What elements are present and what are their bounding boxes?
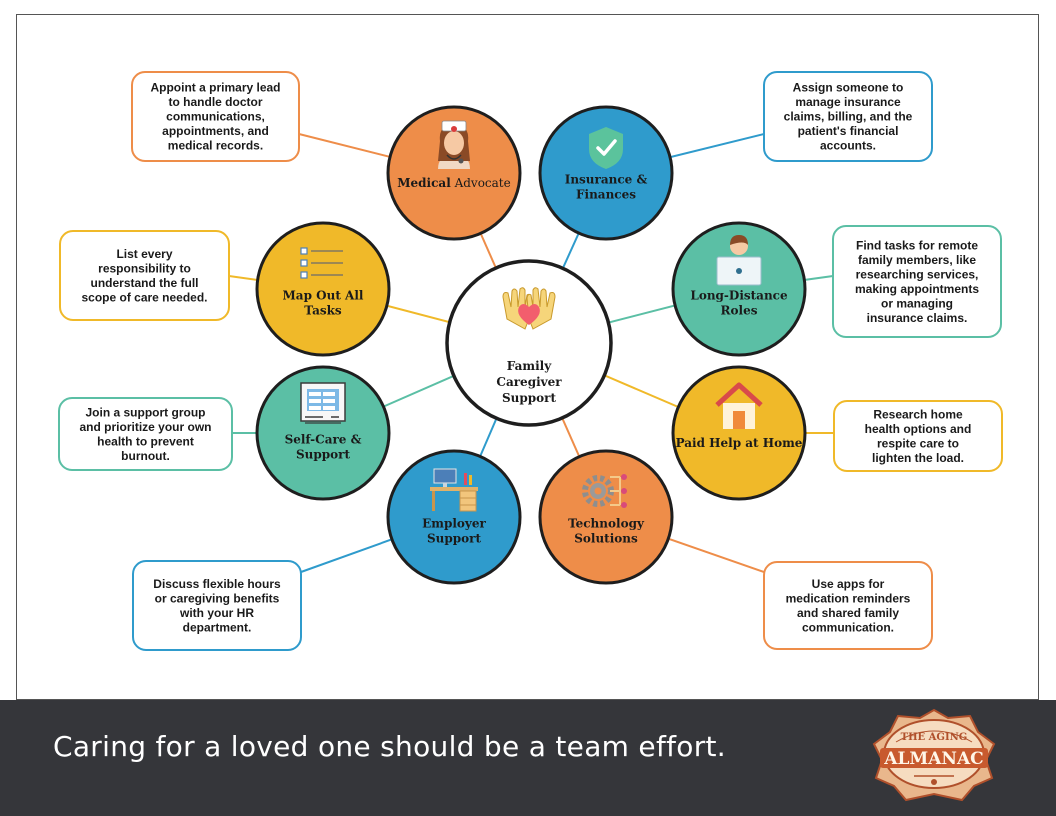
employer-support-description-line: or caregiving benefits — [155, 591, 280, 605]
self-care-support-label: Support — [296, 448, 350, 462]
insurance-finances-label: Finances — [576, 188, 636, 202]
long-distance-roles-description-line: Find tasks for remote — [856, 238, 978, 252]
footer-tagline: Caring for a loved one should be a team … — [53, 730, 726, 763]
technology-solutions-description-line: and shared family — [797, 606, 899, 620]
center-label: Caregiver — [496, 375, 562, 389]
insurance-finances-description-line: claims, billing, and the — [784, 110, 913, 124]
paid-help-at-home-description-line: Research home — [873, 407, 963, 421]
medical-advocate-label: Medical Advocate — [397, 176, 510, 190]
medical-advocate-description-line: medical records. — [168, 139, 263, 153]
insurance-finances-description-line: patient's financial — [798, 124, 899, 138]
insurance-finances-node: Insurance &Finances — [538, 105, 674, 241]
paid-help-at-home-label: Paid Help at Home — [676, 436, 803, 450]
insurance-finances-description-line: accounts. — [820, 139, 876, 153]
aging-almanac-logo: THE AGING ALMANAC — [872, 708, 996, 802]
self-care-support-node: Self-Care &Support — [255, 365, 391, 501]
insurance-finances-label: Insurance & — [565, 173, 648, 187]
checklist-icon — [300, 247, 343, 279]
technology-solutions-description-line: medication reminders — [786, 591, 911, 605]
paid-help-at-home-description-line: lighten the load. — [872, 451, 964, 465]
map-out-all-tasks-label: Tasks — [304, 304, 342, 318]
paid-help-at-home-node: Paid Help at Home — [671, 365, 807, 501]
desk-icon — [430, 468, 478, 512]
map-out-all-tasks-label: Map Out All — [283, 289, 364, 303]
employer-support-label: Employer — [422, 517, 486, 531]
self-care-support-label: Self-Care & — [285, 433, 362, 447]
long-distance-roles-description-line: researching services, — [856, 267, 979, 281]
center-label: Support — [502, 391, 556, 405]
employer-support-label: Support — [427, 532, 481, 546]
insurance-finances-description-line: manage insurance — [795, 95, 901, 109]
map-out-all-tasks-description-line: responsibility to — [98, 261, 191, 275]
technology-solutions-description-line: communication. — [802, 620, 894, 634]
insurance-finances-description-line: Assign someone to — [793, 81, 904, 95]
employer-support-description-line: department. — [183, 620, 252, 634]
medical-advocate-description-line: Appoint a primary lead — [150, 81, 280, 95]
map-out-all-tasks-description-line: understand the full — [91, 276, 199, 290]
map-out-all-tasks-description-line: List every — [116, 247, 172, 261]
logo-main-text: ALMANAC — [883, 749, 983, 769]
long-distance-roles-label: Long-Distance — [690, 289, 788, 303]
medical-advocate-description-line: appointments, and — [162, 124, 269, 138]
gear-network-icon — [582, 474, 627, 508]
hands-heart-icon — [502, 287, 556, 330]
whiteboard-icon — [300, 382, 346, 424]
map-out-all-tasks-description-line: scope of care needed. — [81, 290, 207, 304]
technology-solutions-label: Technology — [568, 517, 645, 531]
self-care-support-description-line: and prioritize your own — [79, 420, 211, 434]
long-distance-roles-description-line: or managing — [881, 296, 953, 310]
technology-solutions-description-line: Use apps for — [812, 577, 885, 591]
self-care-support-description-line: Join a support group — [86, 405, 206, 419]
self-care-support-description-line: burnout. — [121, 449, 170, 463]
doctor-icon — [438, 120, 470, 169]
long-distance-roles-description-line: making appointments — [855, 282, 979, 296]
laptop-person-icon — [716, 235, 762, 286]
footer-bar: Caring for a loved one should be a team … — [0, 700, 1056, 816]
long-distance-roles-label: Roles — [721, 304, 758, 318]
long-distance-roles-description-line: family members, like — [858, 253, 976, 267]
employer-support-description-line: with your HR — [179, 606, 254, 620]
paid-help-at-home-description-line: respite care to — [877, 436, 959, 450]
long-distance-roles-description-line: insurance claims. — [867, 311, 968, 325]
medical-advocate-description-line: to handle doctor — [169, 95, 263, 109]
house-icon — [715, 382, 763, 429]
medical-advocate-description-line: communications, — [166, 110, 265, 124]
medical-advocate-node: Medical Advocate — [386, 105, 522, 241]
center-label: Family — [507, 359, 552, 373]
logo-top-text: THE AGING — [901, 732, 968, 743]
employer-support-description-line: Discuss flexible hours — [153, 577, 281, 591]
paid-help-at-home-description-line: health options and — [865, 422, 972, 436]
self-care-support-description-line: health to prevent — [97, 434, 194, 448]
shield-check-icon — [589, 127, 623, 169]
technology-solutions-label: Solutions — [574, 532, 638, 546]
